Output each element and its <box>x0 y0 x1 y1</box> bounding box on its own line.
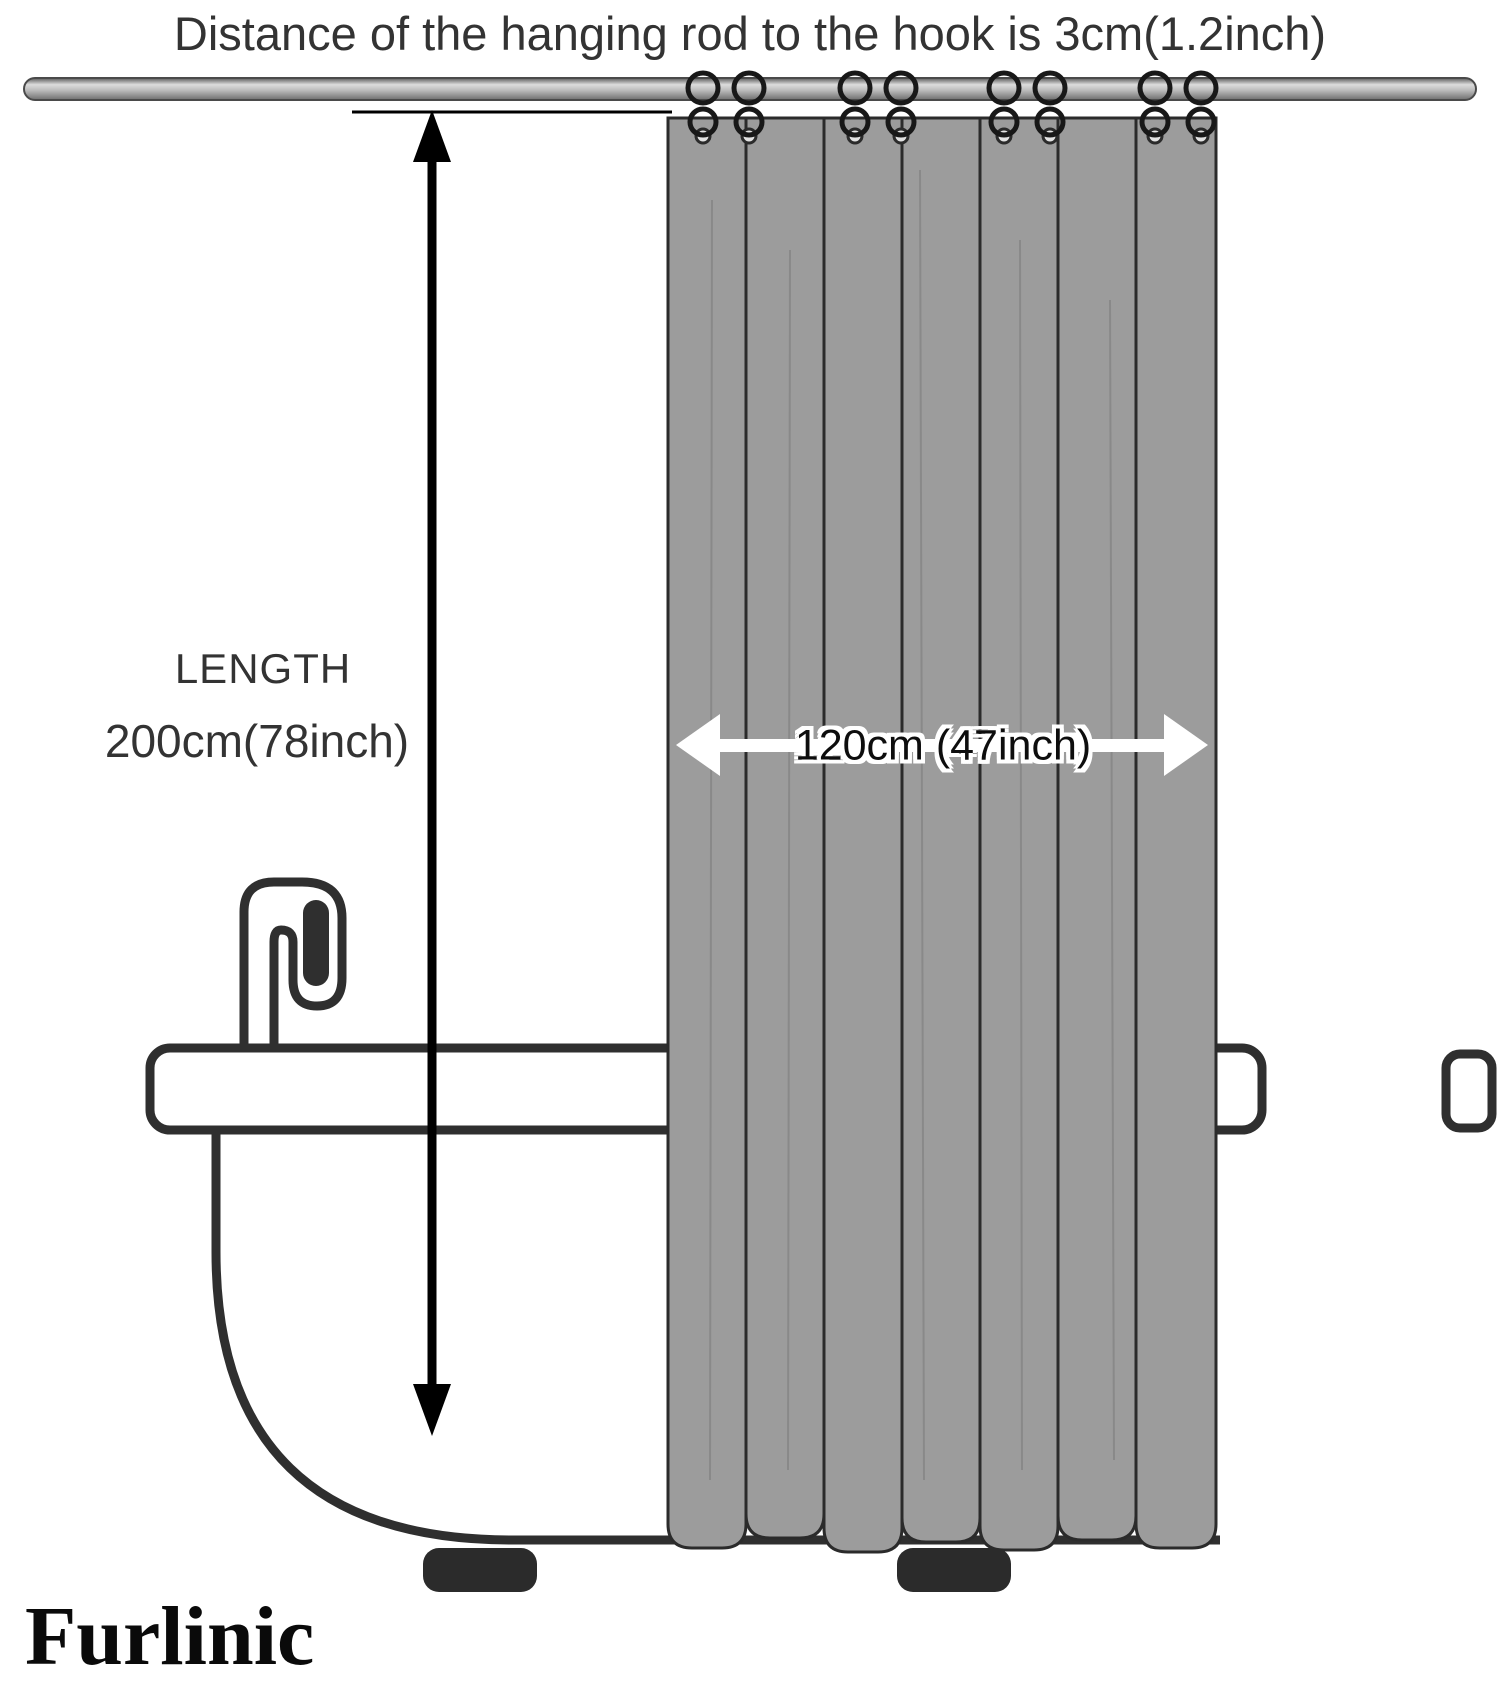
length-arrow <box>413 110 451 1436</box>
width-value: 120cm (47inch) <box>794 721 1092 770</box>
curtain-hooks-top <box>685 70 1219 106</box>
hook-icon <box>685 70 721 106</box>
ring-icon <box>885 106 917 138</box>
shower-curtain <box>666 116 1218 1554</box>
bathtub-feet <box>423 1548 1011 1592</box>
arrow-right-icon <box>1164 714 1208 776</box>
arrow-up-icon <box>413 110 451 162</box>
hook-icon <box>883 70 919 106</box>
bathtub-foot <box>897 1548 1011 1592</box>
length-label: LENGTH <box>174 645 352 692</box>
bathtub-rim-end <box>1441 1049 1497 1133</box>
curtain-fold <box>1134 116 1218 1550</box>
ring-icon <box>687 106 719 138</box>
ring-icon <box>733 106 765 138</box>
ring-icon <box>839 106 871 138</box>
diagram-title: Distance of the hanging rod to the hook … <box>173 7 1327 60</box>
curtain-fold <box>666 116 748 1550</box>
curtain-creases <box>709 169 1115 1481</box>
curtain-fold <box>744 116 826 1540</box>
curtain-fold <box>822 116 904 1554</box>
curtain-rings <box>687 106 1217 138</box>
hook-icon <box>837 70 873 106</box>
curtain-fold <box>900 116 982 1544</box>
hook-icon <box>731 70 767 106</box>
arrow-down-icon <box>413 1384 451 1436</box>
length-value: 200cm(78inch) <box>104 715 410 767</box>
curtain-fold <box>1056 116 1138 1542</box>
bathtub-body <box>211 1128 1220 1545</box>
hook-icon <box>1183 70 1219 106</box>
faucet-spout <box>303 900 329 986</box>
brand-logo: Furlinic <box>25 1590 315 1683</box>
arrow-left-icon <box>676 714 720 776</box>
hook-icon <box>1137 70 1173 106</box>
curtain-fold <box>978 116 1060 1552</box>
hook-icon <box>986 70 1022 106</box>
ring-icon <box>1185 106 1217 138</box>
width-arrow <box>676 714 1208 776</box>
ring-icon <box>1034 106 1066 138</box>
hook-icon <box>1032 70 1068 106</box>
ring-icon <box>1139 106 1171 138</box>
shower-rod <box>23 77 1477 101</box>
bathtub-foot <box>423 1548 537 1592</box>
ring-icon <box>988 106 1020 138</box>
